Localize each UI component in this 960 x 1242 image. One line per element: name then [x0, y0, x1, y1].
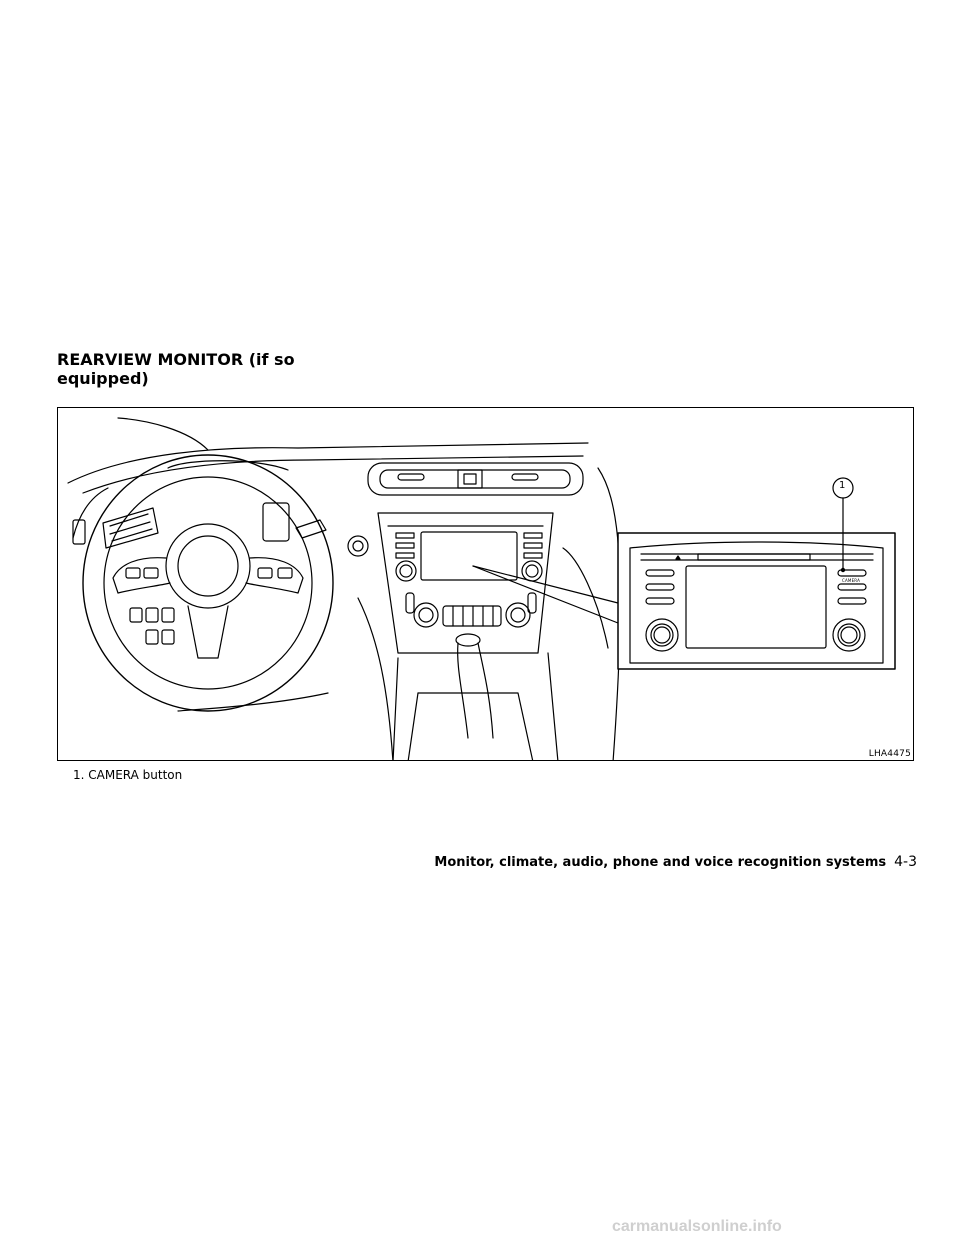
figure-code: LHA4475 — [868, 749, 911, 759]
page-number: 4-3 — [894, 854, 917, 870]
chapter-title: Monitor, climate, audio, phone and voice… — [434, 855, 887, 870]
camera-button-label: CAMERA — [842, 578, 861, 583]
inset-right-buttons — [837, 569, 867, 605]
callout-number: 1 — [839, 480, 846, 491]
dashboard-illustration: 1 CAMERA LHA4475 — [57, 407, 914, 761]
figure-caption: 1. CAMERA button — [73, 768, 183, 782]
watermark: carmanualsonline.info — [612, 1218, 782, 1235]
page-footer: Monitor, climate, audio, phone and voice… — [434, 854, 917, 870]
dashboard-line-art — [67, 417, 896, 760]
section-title: REARVIEW MONITOR (if so equipped) — [57, 350, 295, 388]
inset-left-buttons — [645, 569, 675, 605]
left-stack-buttons — [395, 532, 543, 559]
